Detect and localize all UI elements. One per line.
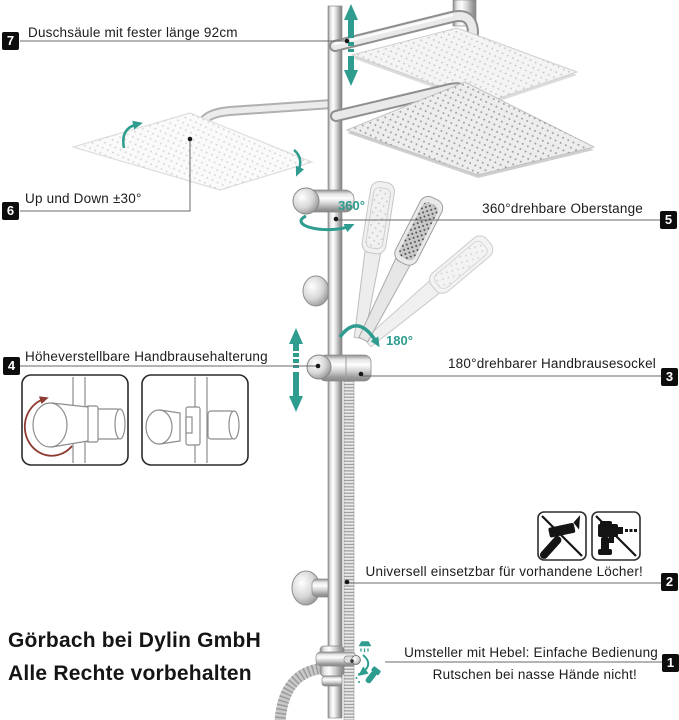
rain-head-upper	[350, 27, 579, 106]
hand-shower-ghost-right	[363, 235, 494, 348]
swivel-180-label: 180°	[386, 333, 413, 348]
swivel-360-arrow-icon	[299, 214, 355, 233]
hand-shower-main	[358, 195, 444, 343]
mode-overhead-icon	[358, 641, 372, 653]
detail-box-detach-knob	[141, 374, 249, 466]
callout-3-number: 3	[661, 368, 678, 386]
wall-mount-lower	[291, 570, 335, 606]
shower-hose	[343, 377, 355, 720]
callout-2-number: 2	[661, 573, 678, 591]
tilt-arrow-icon	[122, 120, 305, 177]
rain-head-tilted-ghost	[70, 99, 337, 191]
callout-6-number: 6	[2, 202, 19, 220]
no-drill-icon	[591, 511, 641, 561]
slider-bracket	[306, 354, 372, 382]
leader-lines	[20, 40, 663, 663]
no-hammer-icon	[537, 511, 587, 561]
callout-1-label-line1: Umsteller mit Hebel: Einfache Bedienung	[404, 645, 658, 660]
callout-7-number: 7	[2, 32, 19, 50]
callout-4-label: Höheverstellbare Handbrausehalterung	[25, 349, 268, 364]
height-adjust-arrow-icon	[289, 328, 303, 412]
callout-3-label: 180°drehbarer Handbrausesockel	[447, 356, 656, 371]
brand-copyright-line1: Görbach bei Dylin GmbH	[8, 629, 261, 652]
callout-4-number: 4	[3, 357, 20, 375]
wall-mount-upper	[302, 275, 330, 307]
callout-5-number: 5	[660, 211, 677, 229]
top-swivel-bracket	[292, 187, 355, 215]
hand-shower-ghost-up	[353, 181, 395, 340]
callout-5-label: 360°drehbare Oberstange	[482, 201, 643, 216]
callout-1-label-line2: Rutschen bei nasse Hände nicht!	[432, 667, 637, 682]
diverter-valve	[274, 645, 361, 720]
rain-head-lower	[345, 81, 596, 178]
swivel-360-label: 360°	[338, 198, 365, 213]
mode-switch-arrow-icon	[358, 654, 370, 677]
detail-box-rotate-knob	[21, 374, 129, 466]
brand-copyright-line2: Alle Rechte vorbehalten	[8, 662, 252, 685]
diverter-lever	[343, 655, 361, 665]
callout-7-label: Duschsäule mit fester länge 92cm	[28, 25, 238, 40]
leader-line-6	[20, 141, 191, 212]
mode-handshower-icon	[355, 666, 381, 684]
callout-2-label: Universell einsetzbar für vorhandene Löc…	[365, 564, 643, 579]
callout-1-number: 1	[662, 654, 679, 672]
callout-6-label: Up und Down ±30°	[25, 191, 142, 206]
swivel-180-arrow-icon	[338, 324, 380, 348]
rain-head-upper-arm	[329, 0, 480, 68]
leader-dots	[187, 38, 364, 585]
rotate-knob-arrow-icon	[23, 396, 73, 457]
